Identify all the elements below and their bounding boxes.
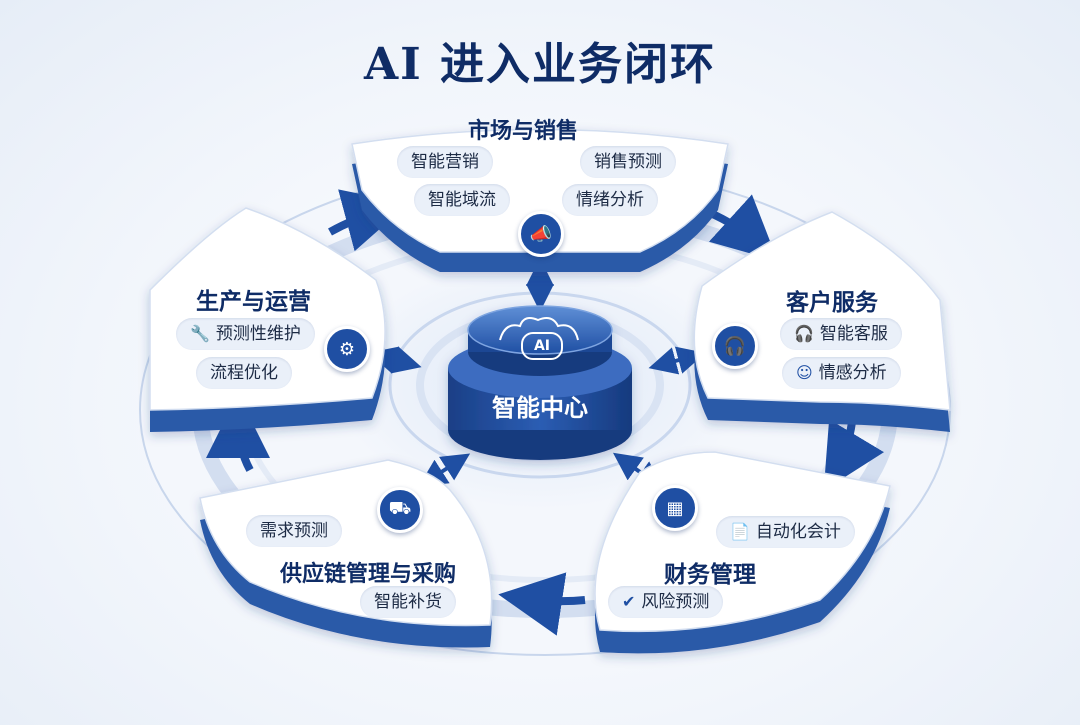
module-finance-panel (594, 451, 891, 654)
pill-production-0: 🔧预测性维护 (176, 318, 315, 350)
intelligence-center (448, 305, 632, 460)
center-label: 智能中心 (492, 394, 588, 422)
module-title-production: 生产与运营 (196, 289, 311, 315)
connector-arrow (418, 453, 471, 487)
module-title-customer: 客户服务 (786, 290, 878, 316)
ai-badge: AI (521, 332, 563, 360)
shield-check-icon: ✔ (622, 592, 636, 611)
pill-market-3: 情绪分析 (562, 184, 658, 216)
connector-arrow (368, 346, 422, 374)
page-title: AI 进入业务闭环 (363, 39, 717, 90)
document-icon: 📄 (730, 522, 750, 541)
headset-icon: 🎧 (794, 324, 814, 343)
truck-icon: ⛟ (377, 487, 423, 533)
module-title-market: 市场与销售 (468, 119, 579, 144)
headset-icon: 🎧 (712, 323, 758, 369)
flow-arrow (498, 572, 586, 636)
module-title-finance: 财务管理 (664, 562, 756, 588)
smiley-icon: ☺ (796, 363, 813, 382)
module-title-supply: 供应链管理与采购 (280, 562, 457, 587)
pill-market-0: 智能营销 (397, 146, 493, 178)
pill-finance-0: 📄自动化会计 (716, 516, 855, 548)
flow-arrow (823, 419, 885, 491)
connector-arrow (648, 346, 706, 375)
pill-market-1: 销售预测 (580, 146, 676, 178)
pill-market-2: 智能域流 (414, 184, 510, 216)
pill-supply-1: 智能补货 (360, 586, 456, 618)
pill-supply-0: 需求预测 (246, 515, 342, 547)
megaphone-icon: 📣 (518, 211, 564, 257)
wrench-icon: 🔧 (190, 324, 210, 343)
brain-icon (499, 317, 579, 341)
pill-production-1: 流程优化 (196, 357, 292, 389)
pill-customer-0: 🎧智能客服 (780, 318, 902, 350)
invoice-icon: ▦ (652, 485, 698, 531)
pill-finance-1: ✔风险预测 (608, 586, 724, 618)
gear-icon: ⚙ (324, 326, 370, 372)
pill-customer-1: ☺情感分析 (782, 357, 901, 389)
